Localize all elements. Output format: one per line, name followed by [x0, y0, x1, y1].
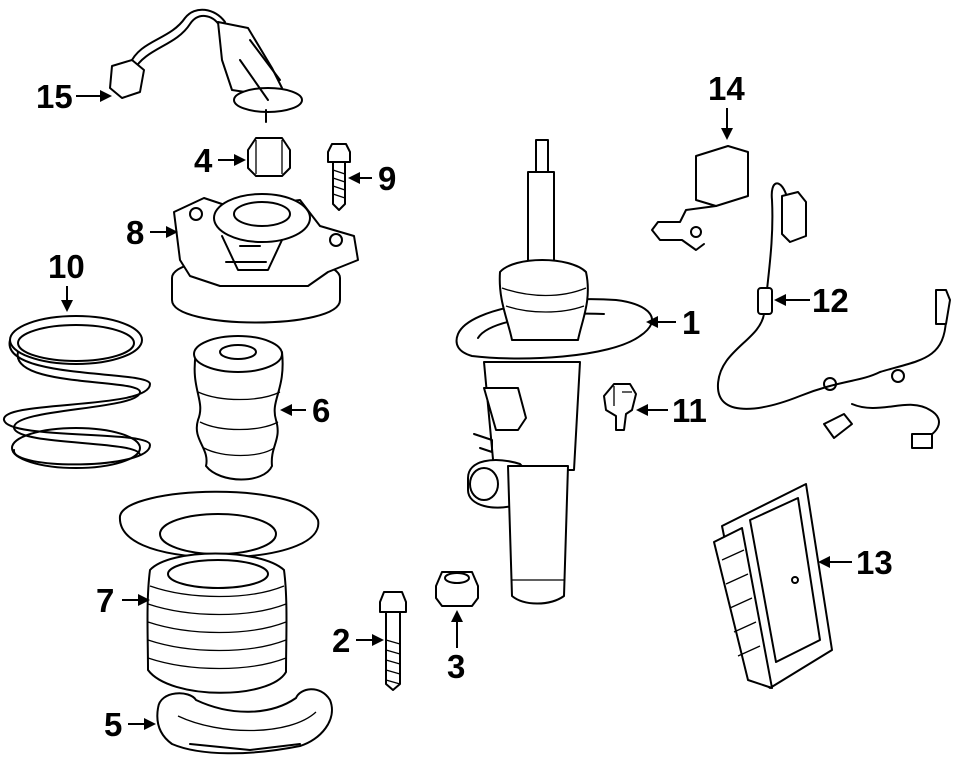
callout-11: 11: [672, 392, 707, 429]
callout-1: 1: [682, 304, 700, 341]
part-9-bolt: [327, 143, 351, 211]
part-15-sensor: [109, 8, 303, 123]
callout-6: 6: [312, 392, 330, 429]
part-11-clip: [603, 383, 637, 431]
part-7-spring-seat-boot: [118, 490, 320, 694]
callout-10: 10: [48, 248, 85, 285]
callout-15: 15: [36, 78, 73, 115]
callout-14: 14: [708, 70, 745, 107]
part-5-spring-pad: [156, 688, 333, 755]
part-8-strut-mount: [171, 193, 359, 324]
part-10-coil-spring: [3, 315, 151, 469]
part-6-bump-stop: [193, 335, 284, 481]
callout-4: 4: [194, 142, 213, 179]
leader-arrows: [61, 90, 852, 730]
callout-2: 2: [332, 622, 350, 659]
part-1-strut: [455, 139, 653, 605]
part-14-sensor: [651, 145, 749, 251]
callout-5: 5: [104, 706, 122, 743]
part-4-nut: [247, 137, 291, 177]
callout-3: 3: [447, 648, 465, 685]
callout-8: 8: [126, 214, 144, 251]
part-13-control-module: [713, 483, 833, 689]
callout-12: 12: [812, 282, 849, 319]
callout-13: 13: [856, 544, 893, 581]
part-12-wire-harness: [716, 182, 951, 449]
callout-labels: 15 4 9 8 10 6 7 5 2 3 1 11 14 12 13: [36, 70, 893, 743]
callout-7: 7: [96, 582, 114, 619]
callout-9: 9: [378, 160, 396, 197]
part-3-nut: [435, 571, 479, 607]
part-2-bolt: [379, 591, 407, 691]
